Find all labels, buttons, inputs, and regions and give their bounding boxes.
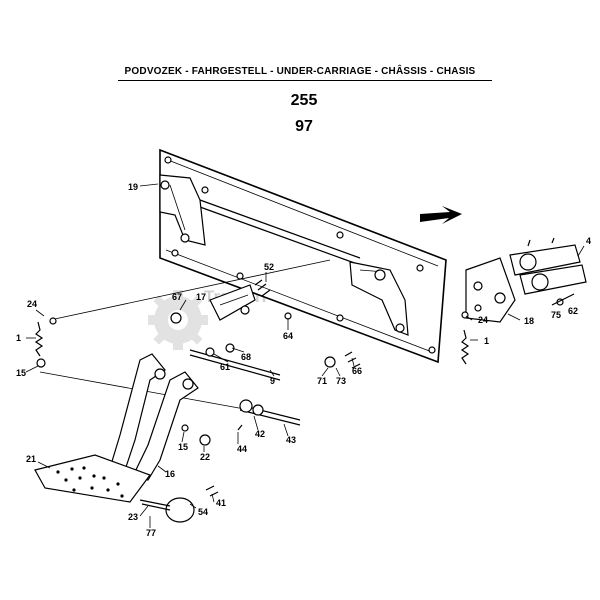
- callout-label: 9: [270, 376, 275, 386]
- callout-label: 75: [551, 310, 561, 320]
- diagram-number: 255: [290, 92, 318, 109]
- callout-label: 19: [128, 182, 138, 192]
- callout-label: 66: [352, 366, 362, 376]
- leader-lines: [25, 183, 585, 528]
- pedal-assembly: [34, 353, 199, 523]
- callout-label: 23: [128, 512, 138, 522]
- callout-label: 52: [264, 262, 274, 272]
- callout-label: 71: [317, 376, 327, 386]
- callout-label: 21: [26, 454, 36, 464]
- callout-label: 15: [178, 442, 188, 452]
- callout-label: 22: [200, 452, 210, 462]
- direction-arrow-icon: [420, 206, 462, 224]
- callout-label: 44: [237, 444, 247, 454]
- callout-label: 41: [216, 498, 226, 508]
- callout-label: 42: [255, 429, 265, 439]
- callout-label: 16: [165, 469, 175, 479]
- header-rule: [118, 80, 492, 81]
- callout-label: 17: [196, 292, 206, 302]
- callout-label: 15: [16, 368, 26, 378]
- callout-label: 24: [27, 299, 37, 309]
- callout-label: 1: [16, 333, 21, 343]
- callout-label: 77: [146, 528, 156, 538]
- callout-label: 67: [172, 292, 182, 302]
- callout-label: 64: [283, 331, 293, 341]
- callout-label: 61: [220, 362, 230, 372]
- callout-label: 73: [336, 376, 346, 386]
- callout-label: 43: [286, 435, 296, 445]
- callout-labels: 19 52 67 17 64 68 61 9 24 1 15 71 73 66 …: [16, 182, 591, 538]
- callout-label: 4: [586, 236, 591, 246]
- callout-label: 18: [524, 316, 534, 326]
- callout-label: 68: [241, 352, 251, 362]
- diagram-sub-number: 97: [295, 118, 313, 135]
- callout-label: 1: [484, 336, 489, 346]
- master-cylinder-assembly: [465, 237, 587, 323]
- callout-label: 24: [478, 315, 488, 325]
- callout-label: 54: [198, 507, 208, 517]
- small-parts: [34, 279, 470, 497]
- page-header-title: PODVOZEK - FAHRGESTELL - UNDER-CARRIAGE …: [124, 66, 476, 77]
- callout-label: 62: [568, 306, 578, 316]
- chassis-plate: [159, 148, 447, 364]
